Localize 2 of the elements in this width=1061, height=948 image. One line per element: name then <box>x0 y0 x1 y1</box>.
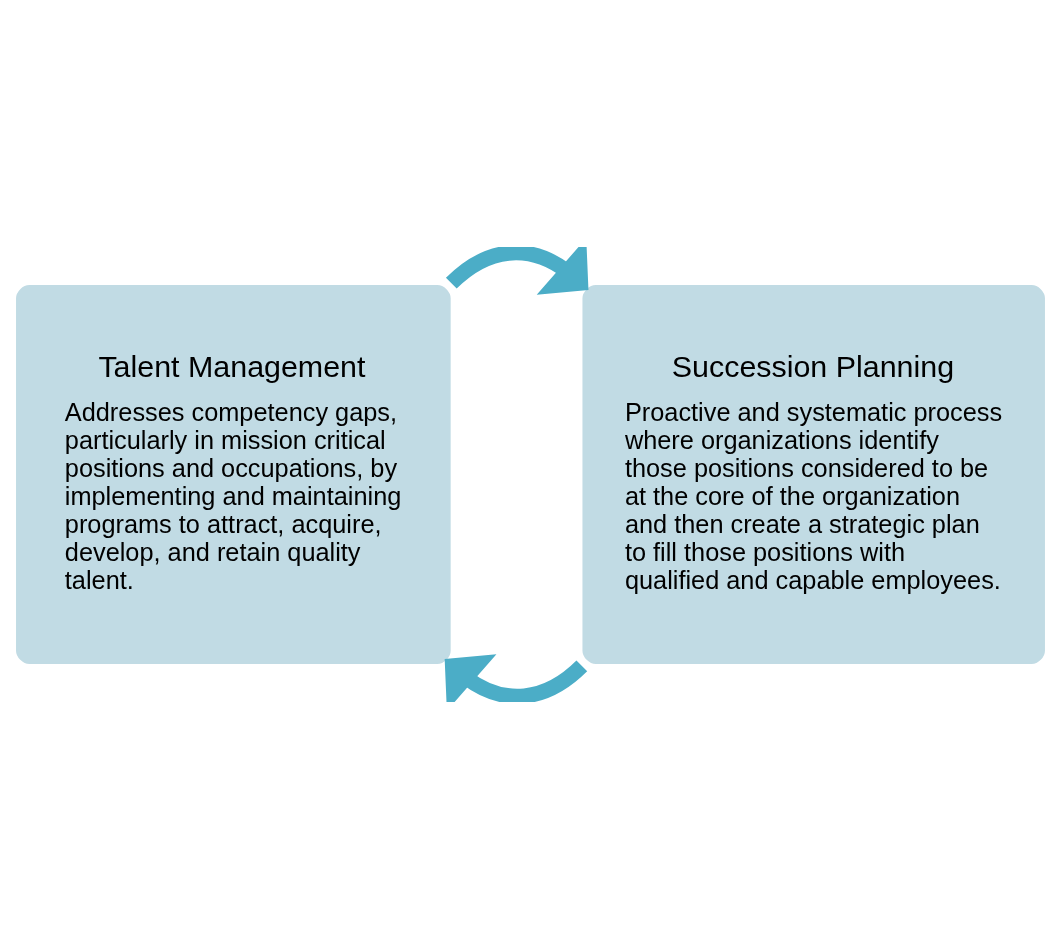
arrow <box>444 653 587 702</box>
arrow <box>446 246 589 295</box>
